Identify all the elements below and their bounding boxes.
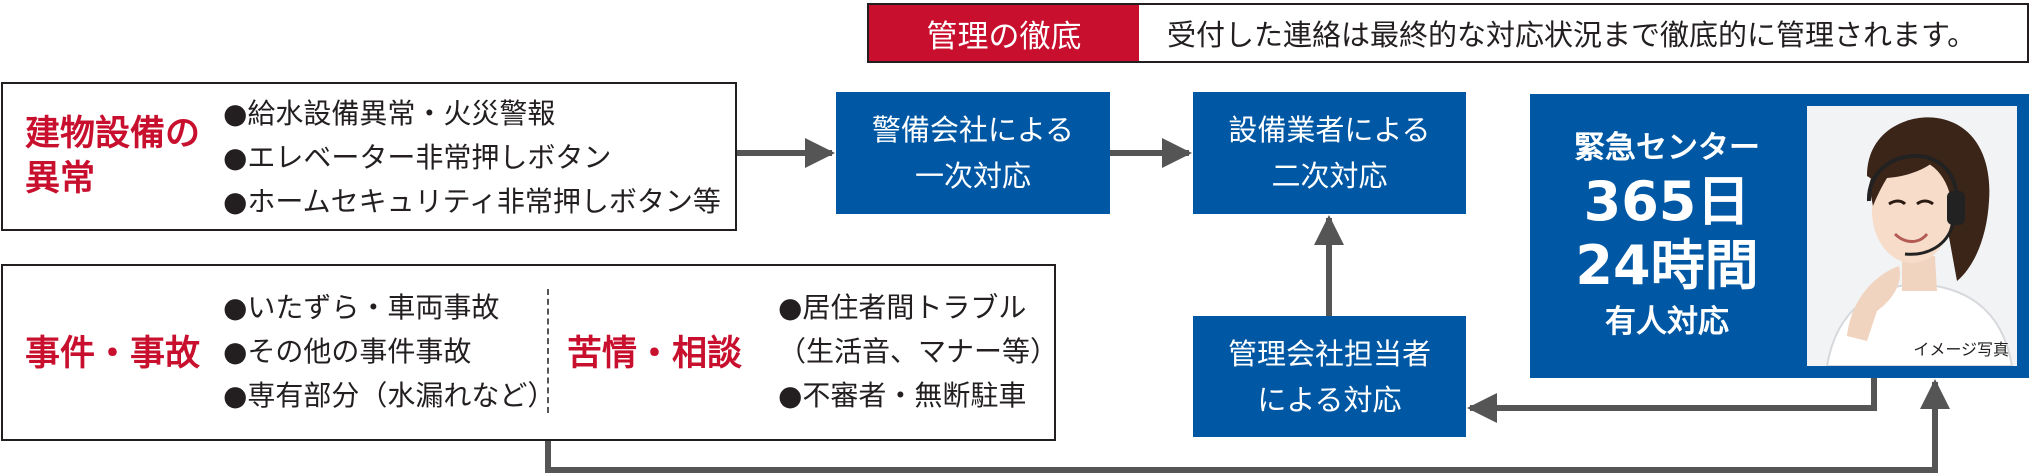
emergency-center-text: 緊急センター 365日 24時間 有人対応 bbox=[1530, 94, 1804, 378]
list-item: ●いたずら・車両事故 bbox=[223, 291, 500, 324]
photo-caption: イメージ写真 bbox=[1913, 340, 2009, 359]
incident-list: ●いたずら・車両事故 ●その他の事件事故 ●専有部分（水漏れなど） bbox=[223, 286, 555, 418]
security-company-line1: 警備会社による bbox=[871, 113, 1075, 147]
management-staff-line1: 管理会社担当者 bbox=[1227, 336, 1431, 371]
list-item: ●その他の事件事故 bbox=[223, 335, 472, 368]
list-item: ●専有部分（水漏れなど） bbox=[223, 379, 556, 412]
arrow-center-to-manager bbox=[1467, 378, 1877, 423]
incident-title: 事件・事故 bbox=[25, 334, 201, 374]
complaint-list: ●居住者間トラブル （生活音、マナー等） ●不審者・無断駐車 bbox=[778, 286, 1058, 418]
emergency-center-hours: 24時間 bbox=[1575, 234, 1759, 297]
complaint-title: 苦情・相談 bbox=[567, 334, 743, 374]
list-item: ●居住者間トラブル bbox=[778, 291, 1027, 324]
banner-tag: 管理の徹底 bbox=[869, 5, 1139, 61]
equipment-contractor-line2: 二次対応 bbox=[1271, 159, 1388, 193]
list-item: ●給水設備異常・火災警報 bbox=[223, 97, 556, 130]
incident-complaint-box: 事件・事故 ●いたずら・車両事故 ●その他の事件事故 ●専有部分（水漏れなど） … bbox=[1, 264, 1058, 441]
list-item: ●ホームセキュリティ非常押しボタン等 bbox=[223, 185, 721, 218]
emergency-center-box: 緊急センター 365日 24時間 有人対応 bbox=[1530, 94, 2029, 378]
management-banner: 管理の徹底 受付した連絡は最終的な対応状況まで徹底的に管理されます。 bbox=[867, 3, 2029, 63]
emergency-center-name: 緊急センター bbox=[1574, 130, 1760, 166]
security-company-box: 警備会社による 一次対応 bbox=[836, 92, 1110, 214]
emergency-center-staffed: 有人対応 bbox=[1605, 304, 1729, 340]
management-staff-box: 管理会社担当者 による対応 bbox=[1193, 316, 1466, 437]
building-anomaly-box: 建物設備の 異常 ●給水設備異常・火災警報 ●エレベーター非常押しボタン ●ホー… bbox=[1, 82, 737, 231]
equipment-contractor-box: 設備業者による 二次対応 bbox=[1193, 92, 1466, 214]
building-anomaly-list: ●給水設備異常・火災警報 ●エレベーター非常押しボタン ●ホームセキュリティ非常… bbox=[223, 92, 721, 224]
security-company-line2: 一次対応 bbox=[914, 159, 1031, 193]
banner-text: 受付した連絡は最終的な対応状況まで徹底的に管理されます。 bbox=[1167, 18, 1977, 52]
list-item: ●エレベーター非常押しボタン bbox=[223, 141, 612, 174]
management-staff-line2: による対応 bbox=[1257, 382, 1402, 417]
list-item: ●不審者・無断駐車 bbox=[778, 379, 1027, 412]
dashed-divider bbox=[547, 289, 549, 413]
building-anomaly-title-line2: 異常 bbox=[25, 159, 96, 199]
operator-illustration bbox=[1825, 117, 2014, 366]
arrow-incident-to-center bbox=[545, 379, 1950, 473]
operator-photo: イメージ写真 bbox=[1807, 106, 2017, 366]
building-anomaly-title-line1: 建物設備の bbox=[25, 114, 201, 154]
building-anomaly-title: 建物設備の 異常 bbox=[25, 112, 200, 202]
emergency-center-days: 365日 bbox=[1583, 170, 1751, 233]
equipment-contractor-line1: 設備業者による bbox=[1228, 113, 1431, 147]
list-item: （生活音、マナー等） bbox=[778, 335, 1059, 368]
